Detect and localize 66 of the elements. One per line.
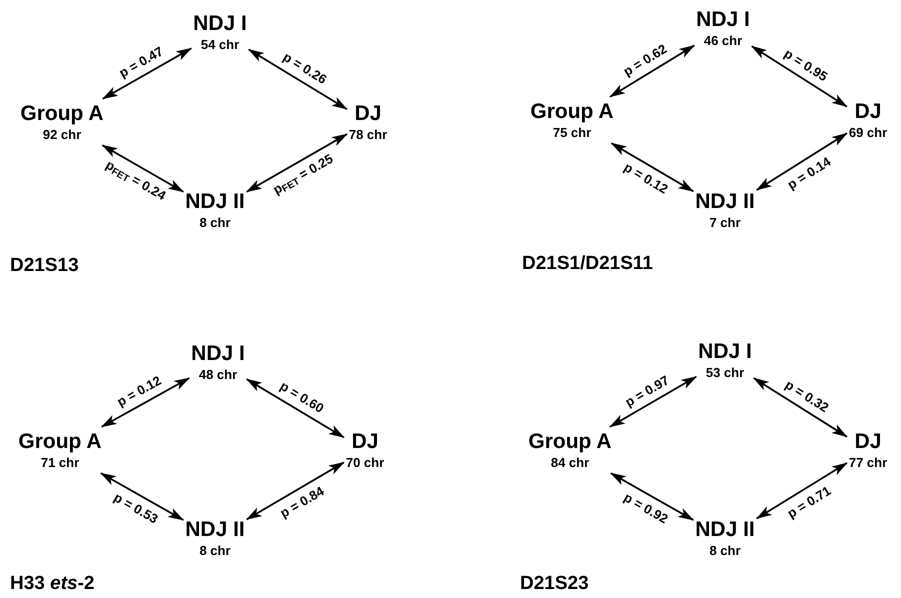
chromosome-count: 46 chr bbox=[704, 33, 742, 50]
chromosome-count: 69 chr bbox=[848, 125, 888, 142]
group-name: DJ bbox=[352, 428, 378, 455]
edge-label: p = 0.60 bbox=[278, 379, 326, 416]
marker-name: D21S13 bbox=[10, 254, 79, 278]
group-name: DJ bbox=[354, 100, 382, 127]
chromosome-count: 70 chr bbox=[346, 455, 384, 472]
group-name: Group A bbox=[528, 428, 612, 455]
marker-name: D21S1/D21S11 bbox=[522, 252, 653, 276]
double-arrow bbox=[246, 462, 345, 520]
double-arrow bbox=[102, 144, 184, 193]
marker-name: H33 ets-2 bbox=[10, 572, 95, 596]
edge-label: p = 0.14 bbox=[784, 154, 833, 191]
double-arrow bbox=[610, 142, 694, 192]
edge-label: p = 0.12 bbox=[114, 374, 164, 408]
chromosome-count: 48 chr bbox=[198, 367, 238, 384]
edge-label: p = 0.47 bbox=[116, 44, 165, 80]
edge-label: p = 0.84 bbox=[278, 484, 326, 520]
double-arrow bbox=[246, 378, 345, 438]
chromosome-count: 54 chr bbox=[200, 37, 240, 54]
chromosome-count: 8 chr bbox=[199, 215, 231, 232]
chromosome-count: 8 chr bbox=[199, 543, 231, 560]
edge-label: p = 0.62 bbox=[621, 42, 670, 78]
group-name: Group A bbox=[530, 98, 614, 125]
marker-name: D21S23 bbox=[520, 572, 589, 596]
double-arrow bbox=[609, 44, 695, 98]
group-name: NDJ II bbox=[695, 188, 755, 215]
edge-label: p = 0.97 bbox=[622, 372, 671, 408]
double-arrow bbox=[100, 472, 184, 521]
edge-label: p = 0.12 bbox=[622, 160, 670, 196]
group-name: NDJ II bbox=[185, 516, 245, 543]
group-name: DJ bbox=[854, 98, 882, 125]
group-name: NDJ I bbox=[698, 338, 752, 365]
group-name: Group A bbox=[20, 100, 104, 127]
double-arrow bbox=[246, 133, 348, 193]
group-name: NDJ I bbox=[193, 10, 247, 37]
double-arrow bbox=[756, 132, 848, 191]
chromosome-count: 92 chr bbox=[42, 127, 82, 144]
group-name: DJ bbox=[854, 428, 882, 455]
group-name: Group A bbox=[18, 428, 102, 455]
edge-label: p = 0.53 bbox=[112, 490, 160, 526]
edge-label: p = 0.92 bbox=[622, 490, 670, 526]
double-arrow bbox=[610, 472, 694, 521]
chromosome-count: 84 chr bbox=[550, 455, 590, 472]
chromosome-count: 7 chr bbox=[709, 215, 741, 232]
chromosome-count: 71 chr bbox=[40, 455, 80, 472]
edge-label: p = 0.95 bbox=[782, 47, 830, 84]
edge-label: p = 0.32 bbox=[783, 378, 832, 415]
edge-label: p = 0.26 bbox=[280, 50, 328, 86]
chromosome-count: 8 chr bbox=[709, 543, 741, 560]
group-name: NDJ I bbox=[191, 340, 245, 367]
group-name: NDJ II bbox=[185, 188, 245, 215]
group-name: NDJ II bbox=[695, 516, 755, 543]
edge-label: p = 0.71 bbox=[784, 484, 832, 520]
chromosome-count: 78 chr bbox=[348, 127, 388, 144]
double-arrow bbox=[248, 48, 348, 110]
chromosome-count: 77 chr bbox=[848, 455, 888, 472]
chromosome-count: 75 chr bbox=[552, 125, 592, 142]
chromosome-count: 53 chr bbox=[706, 365, 744, 382]
group-name: NDJ I bbox=[696, 6, 750, 33]
double-arrow bbox=[753, 377, 848, 438]
double-arrow bbox=[756, 462, 848, 520]
double-arrow bbox=[751, 46, 848, 108]
double-arrow bbox=[100, 377, 190, 428]
double-arrow bbox=[609, 376, 698, 428]
double-arrow bbox=[102, 48, 192, 100]
